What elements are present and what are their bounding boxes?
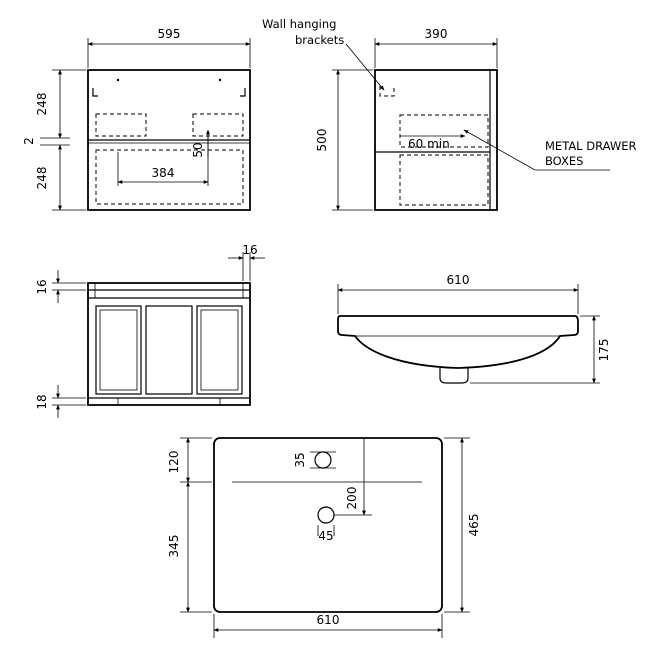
frame-outline <box>87 282 251 406</box>
waste-offset-label: 200 <box>345 487 359 510</box>
front-width-label: 595 <box>158 27 181 41</box>
front-gap-label: 2 <box>22 137 36 145</box>
front-bracket-spacing-label: 384 <box>152 166 175 180</box>
basin-plan-view: 35 45 200 120 345 465 610 <box>167 437 481 638</box>
basin-side-view: 610 175 <box>337 273 611 384</box>
front-bottom-height-label: 248 <box>35 167 49 190</box>
front-bracket-right <box>240 88 246 97</box>
frame-view: 16 16 18 <box>35 243 265 418</box>
front-depth-label: 345 <box>167 535 181 558</box>
basin-waste <box>439 368 469 384</box>
brackets-label-line1: Wall hanging <box>262 17 336 31</box>
waste-hole-label: 45 <box>318 529 333 543</box>
side-cabinet-outline <box>374 69 498 211</box>
basin-side-width-label: 610 <box>447 273 470 287</box>
front-bracket-left <box>92 88 98 97</box>
brackets-label-line2: brackets <box>295 33 344 47</box>
basin-plan-outline <box>213 437 443 613</box>
front-bracket-offset-label: 50 <box>191 142 205 157</box>
boxes-label-line2: BOXES <box>545 154 583 168</box>
side-clearance-label: 60 min <box>408 137 450 151</box>
tap-offset-label: 120 <box>167 451 181 474</box>
side-view: 390 500 60 min Wall hanging brackets MET… <box>262 17 637 211</box>
basin-plan-width-label: 610 <box>317 613 340 627</box>
side-bracket <box>379 86 395 97</box>
tap-hole-label: 35 <box>293 452 307 467</box>
side-depth-label: 390 <box>425 27 448 41</box>
basin-plan-depth-label: 465 <box>467 514 481 537</box>
frame-panel-thickness-label: 16 <box>242 243 257 257</box>
frame-bottom-label: 18 <box>35 394 49 409</box>
tap-hole <box>314 451 332 469</box>
boxes-label-line1: METAL DRAWER <box>545 139 637 153</box>
front-view: 595 248 248 2 384 50 <box>22 27 251 211</box>
frame-top-label: 16 <box>35 279 49 294</box>
basin-side-height-label: 175 <box>597 339 611 362</box>
basin-profile <box>337 315 579 369</box>
side-height-label: 500 <box>315 129 329 152</box>
front-top-height-label: 248 <box>35 93 49 116</box>
waste-hole <box>317 506 335 524</box>
